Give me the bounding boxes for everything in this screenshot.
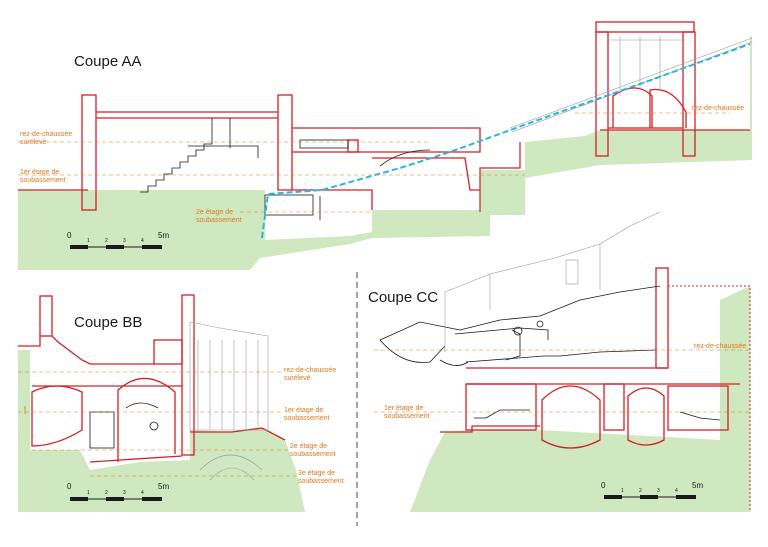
svg-text:2: 2 <box>105 490 108 496</box>
cc-level-rdc: rez-de-chaussée <box>694 343 746 350</box>
aa-title: Coupe AA <box>74 53 142 70</box>
svg-text:0: 0 <box>601 481 606 490</box>
aa-walls <box>81 21 696 211</box>
cc-walls <box>440 267 740 449</box>
svg-text:4: 4 <box>141 238 144 244</box>
svg-text:4: 4 <box>141 490 144 496</box>
svg-text:2: 2 <box>639 488 642 494</box>
cc-scale-bar: 0 1 2 3 4 5m <box>601 481 703 499</box>
svg-text:2: 2 <box>105 238 108 244</box>
svg-text:5m: 5m <box>158 231 169 240</box>
bb-scale-bar: 0 1 2 3 4 5m <box>67 482 169 501</box>
bb-walls <box>18 294 286 463</box>
svg-text:1: 1 <box>621 488 624 494</box>
cc-title: Coupe CC <box>368 289 438 306</box>
svg-text:3: 3 <box>123 238 126 244</box>
svg-text:3: 3 <box>123 490 126 496</box>
svg-text:1: 1 <box>87 490 90 496</box>
aa-scale-bar: 0 1 2 3 4 5m <box>67 231 169 249</box>
aa-ground <box>18 36 752 270</box>
aa-stair <box>140 118 213 193</box>
svg-text:0: 0 <box>67 231 72 240</box>
svg-text:5m: 5m <box>692 481 703 490</box>
svg-text:4: 4 <box>675 488 678 494</box>
aa-level-rdc-right: rez-de-chaussée <box>692 105 744 112</box>
svg-text:5m: 5m <box>158 482 169 491</box>
svg-text:3: 3 <box>657 488 660 494</box>
bb-ground <box>18 350 305 512</box>
cc-ground <box>410 286 750 512</box>
bb-title: Coupe BB <box>74 314 142 331</box>
svg-text:0: 0 <box>67 482 72 491</box>
aa-water-channel <box>261 43 751 239</box>
svg-text:1: 1 <box>87 238 90 244</box>
